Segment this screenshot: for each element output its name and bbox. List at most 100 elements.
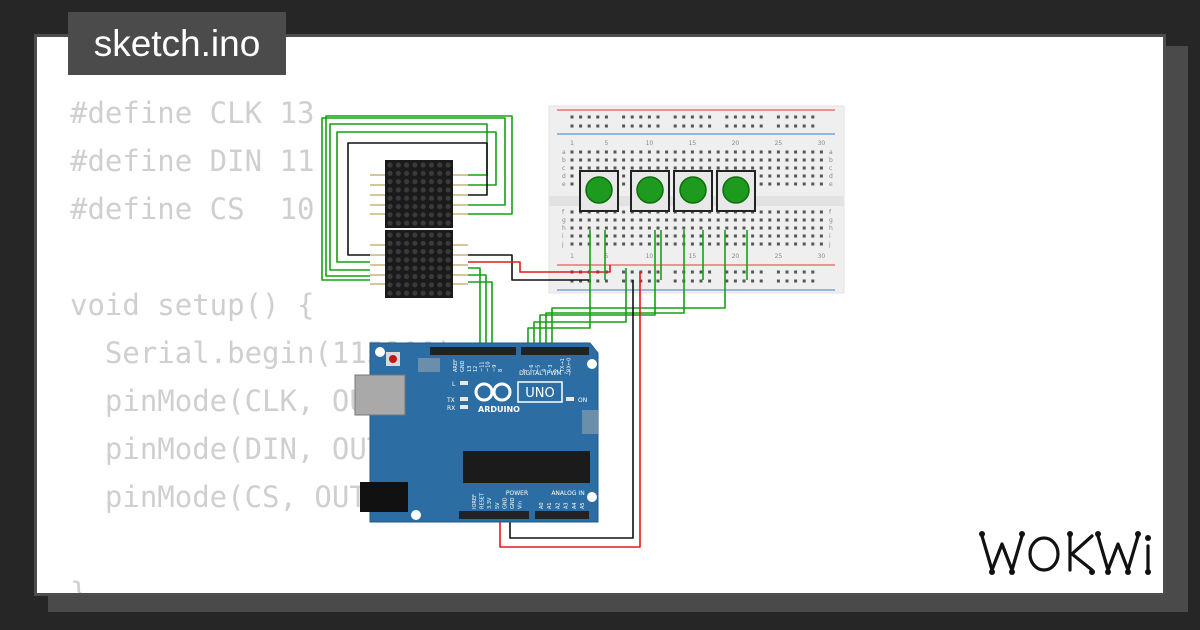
matrix-led	[404, 273, 410, 280]
row-letter: j	[828, 241, 831, 248]
breadboard-hole	[682, 158, 686, 162]
breadboard-hole	[794, 166, 798, 170]
matrix-led	[395, 249, 401, 255]
breadboard-hole	[613, 166, 617, 170]
column-number: 5	[604, 140, 608, 147]
matrix-led	[395, 212, 401, 218]
matrix-led	[404, 179, 410, 185]
arduino-uno[interactable]: UNO ARDUINO DIGITAL (PWM ~) POWER ANALOG…	[354, 342, 599, 523]
breadboard-hole	[785, 242, 789, 246]
breadboard-hole	[656, 242, 660, 246]
arduino-model: UNO	[525, 386, 554, 401]
breadboard-hole	[630, 158, 634, 162]
pin-label: 5V	[495, 502, 501, 509]
breadboard-hole	[742, 150, 746, 154]
breadboard-hole	[656, 234, 660, 238]
row-letter: e	[562, 181, 566, 188]
matrix-led	[428, 240, 435, 246]
matrix-led	[412, 290, 418, 296]
breadboard-hole	[570, 150, 574, 154]
matrix-led	[428, 212, 435, 218]
matrix-led	[395, 220, 401, 226]
breadboard-hole	[673, 166, 677, 170]
matrix-led	[395, 290, 401, 296]
led-matrix-2-dots	[387, 232, 451, 296]
matrix-led	[404, 265, 410, 271]
led-matrix-2[interactable]	[370, 230, 468, 298]
breadboard-hole	[579, 234, 583, 238]
pin-label: 8	[498, 369, 504, 372]
breadboard-hole	[647, 166, 651, 170]
breadboard-hole	[742, 218, 746, 222]
breadboard-hole	[604, 226, 608, 230]
wires[interactable]	[321, 115, 748, 548]
breadboard-hole	[802, 242, 806, 246]
breadboard-hole	[742, 115, 746, 119]
matrix-led	[445, 195, 451, 201]
rx-label: RX	[447, 405, 455, 412]
breadboard-hole	[733, 124, 737, 128]
breadboard-hole	[570, 166, 574, 170]
arduino-brand: ARDUINO	[478, 405, 520, 414]
breadboard-hole	[742, 124, 746, 128]
breadboard-hole	[776, 150, 780, 154]
pushbutton-3[interactable]	[673, 170, 713, 212]
matrix-led	[404, 162, 410, 168]
matrix-led	[420, 257, 426, 263]
breadboard-hole	[742, 270, 746, 274]
breadboard-hole	[699, 270, 703, 274]
breadboard-hole	[785, 279, 789, 283]
breadboard-hole	[768, 158, 772, 162]
matrix-led	[445, 232, 451, 238]
column-number: 5	[604, 253, 608, 260]
breadboard-hole	[768, 166, 772, 170]
breadboard-hole	[725, 234, 729, 238]
breadboard-hole	[716, 150, 720, 154]
breadboard-hole	[776, 218, 780, 222]
power-header	[459, 511, 529, 519]
analog-header	[535, 511, 589, 519]
breadboard-hole	[622, 115, 626, 119]
breadboard-hole	[759, 270, 763, 274]
matrix-led	[437, 187, 443, 193]
matrix-led	[387, 170, 393, 176]
breadboard-hole	[759, 279, 763, 283]
pin-label: ~3	[548, 365, 554, 372]
pushbutton-2[interactable]	[630, 170, 670, 212]
l-label: L	[452, 381, 456, 388]
breadboard-hole	[570, 226, 574, 230]
breadboard-hole	[751, 242, 755, 246]
breadboard-hole	[708, 242, 712, 246]
matrix-led	[437, 212, 443, 218]
breadboard-hole	[811, 182, 815, 186]
breadboard-hole	[716, 218, 720, 222]
digital-header-left	[430, 347, 516, 355]
sketch-filename-tab[interactable]: sketch.ino	[68, 12, 286, 75]
pushbutton-4[interactable]	[716, 170, 756, 212]
matrix-led	[420, 290, 426, 296]
led-matrix-1[interactable]	[370, 160, 468, 228]
breadboard-hole	[665, 226, 669, 230]
breadboard-hole	[785, 150, 789, 154]
matrix-led	[445, 282, 451, 288]
pushbutton-1[interactable]	[579, 170, 619, 212]
matrix-led	[420, 162, 426, 168]
row-letter: b	[562, 157, 566, 164]
breadboard-hole	[647, 234, 651, 238]
matrix-led	[428, 273, 435, 280]
breadboard-hole	[630, 242, 634, 246]
breadboard-hole	[579, 150, 583, 154]
matrix-led	[445, 265, 451, 271]
pin-label: 13	[467, 366, 473, 372]
breadboard-hole	[802, 166, 806, 170]
breadboard-hole	[811, 234, 815, 238]
breadboard-hole	[776, 234, 780, 238]
led-l	[460, 381, 468, 385]
breadboard-hole	[802, 115, 806, 119]
breadboard-hole	[785, 210, 789, 214]
breadboard-hole	[802, 270, 806, 274]
breadboard-hole	[570, 242, 574, 246]
breadboard-hole	[768, 242, 772, 246]
